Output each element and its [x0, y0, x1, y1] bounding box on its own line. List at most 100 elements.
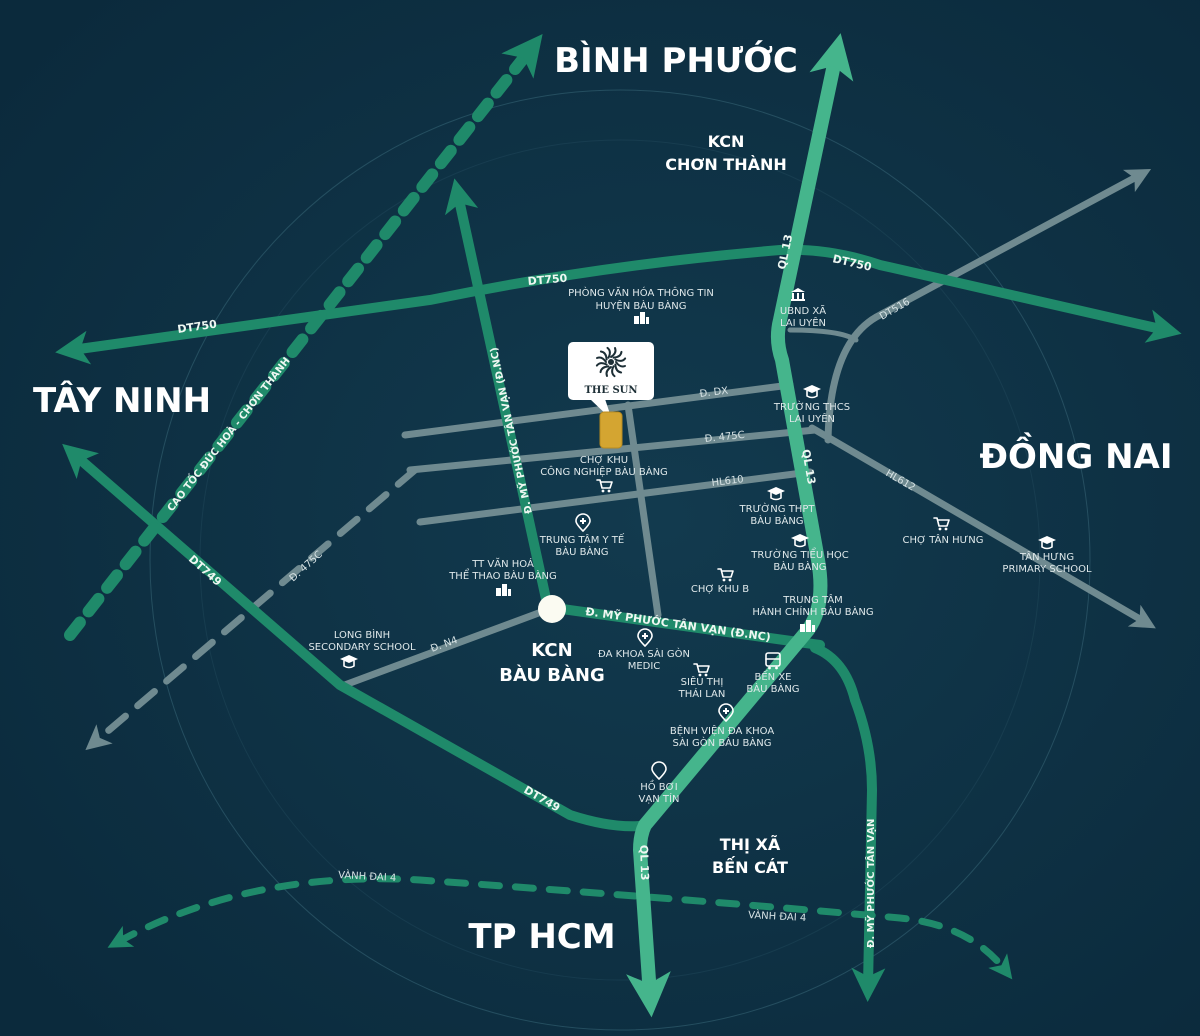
- poi-label: CHỢ TÂN HƯNG: [903, 533, 984, 546]
- poi-label: THÁI LAN: [678, 687, 726, 700]
- location-pin-icon: [651, 761, 667, 780]
- building-icon: [634, 312, 649, 324]
- road-label-d-475c-east: Đ. 475C: [704, 430, 745, 445]
- project-name: THE SUN: [584, 385, 637, 396]
- poi-label: VẠN TÍN: [639, 792, 680, 805]
- region-binh-phuoc: BÌNH PHƯỚC: [554, 40, 798, 81]
- road-label-vanh-dai-4-east: VÀNH ĐAI 4: [748, 908, 807, 924]
- poi-label: TRƯỜNG THPT: [739, 502, 816, 515]
- poi-label: BẾN XE: [754, 669, 791, 683]
- building-icon: [496, 584, 511, 596]
- project-site-marker[interactable]: [599, 411, 623, 449]
- road-label-vanh-dai-4-west: VÀNH ĐAI 4: [338, 868, 397, 884]
- poi-ho-boi-van-tin[interactable]: HỒ BƠI VẠN TÍN: [639, 761, 680, 805]
- project-callout-the-sun[interactable]: THE SUN: [568, 342, 654, 449]
- poi-label: TRƯỜNG TIỂU HỌC: [750, 547, 848, 561]
- poi-cho-khu-b[interactable]: CHỢ KHU B: [691, 568, 749, 595]
- poi-cho-khu-cong-nghiep[interactable]: CHỢ KHU CÔNG NGHIỆP BÀU BÀNG: [540, 455, 668, 493]
- poi-benh-vien-da-khoa[interactable]: BỆNH VIỆN ĐA KHOA SÀI GÒN BÀU BÀNG: [670, 703, 774, 749]
- graduation-cap-icon: [340, 655, 358, 669]
- poi-label: SECONDARY SCHOOL: [308, 642, 416, 653]
- medical-pin-icon: [637, 628, 653, 647]
- poi-label: LAI UYÊN: [780, 316, 826, 329]
- poi-truong-thcs-lai-uyen[interactable]: TRƯỜNG THCS LAI UYÊN: [773, 385, 850, 425]
- shopping-cart-icon: [596, 479, 613, 493]
- road-label-ql13-mid: QL 13: [799, 448, 818, 485]
- road-label-dt750-mid: DT750: [527, 272, 568, 288]
- poi-label: PHÒNG VĂN HÓA THÔNG TIN: [568, 286, 714, 299]
- road-label-my-phuoc-south: Đ. MỸ PHƯỚC TÂN VẠN: [864, 819, 877, 948]
- building-icon: [800, 620, 815, 632]
- poi-label: TRUNG TÂM: [782, 593, 843, 606]
- poi-label: TT VĂN HOÁ: [471, 557, 534, 570]
- road-cao-toc: [64, 33, 543, 641]
- poi-label: TRƯỜNG THCS: [773, 400, 850, 413]
- graduation-cap-icon: [1038, 536, 1056, 550]
- zone-kcn-chon-thanh-line1: KCN: [708, 132, 745, 151]
- road-label-ql13-south: QL 13: [637, 845, 651, 881]
- road-d-n4: [338, 604, 556, 690]
- poi-label: BÀU BÀNG: [773, 560, 826, 573]
- poi-tan-hung-primary-school[interactable]: TÂN HƯNG PRIMARY SCHOOL: [1002, 536, 1092, 575]
- region-tp-hcm: TP HCM: [468, 917, 615, 957]
- poi-label: BỆNH VIỆN ĐA KHOA: [670, 724, 774, 737]
- poi-label: BÀU BÀNG: [555, 545, 608, 558]
- road-ql13: [626, 33, 854, 1018]
- medical-pin-icon: [718, 703, 734, 722]
- region-labels: BÌNH PHƯỚC TÂY NINH ĐỒNG NAI TP HCM: [33, 40, 1173, 957]
- poi-label: SÀI GÒN BÀU BÀNG: [673, 736, 772, 749]
- zone-ben-cat-line1: THỊ XÃ: [720, 835, 781, 854]
- zone-kcn-bau-bang-line2: BÀU BÀNG: [499, 664, 604, 686]
- bus-icon: [765, 652, 781, 670]
- zone-labels: KCN CHƠN THÀNH KCN BÀU BÀNG THỊ XÃ BẾN C…: [499, 132, 788, 877]
- zone-kcn-chon-thanh-line2: CHƠN THÀNH: [665, 155, 787, 174]
- poi-label: CHỢ KHU B: [691, 584, 749, 595]
- poi-sieu-thi-thai-lan[interactable]: SIÊU THỊ THÁI LAN: [678, 663, 726, 700]
- poi-label: ĐA KHOA SÀI GÒN: [598, 647, 690, 660]
- poi-label: UBND XÃ: [780, 304, 826, 317]
- poi-label: HỒ BƠI: [640, 779, 678, 793]
- road-label-dt750-west: DT750: [177, 318, 218, 336]
- poi-truong-thpt-bau-bang[interactable]: TRƯỜNG THPT BÀU BÀNG: [739, 487, 816, 527]
- road-my-phuoc-north: [445, 178, 553, 613]
- poi-label: LONG BÌNH: [334, 628, 390, 641]
- shopping-cart-icon: [693, 663, 710, 677]
- road-label-hl610: HL610: [711, 474, 744, 489]
- poi-label: HUYỆN BÀU BÀNG: [595, 299, 686, 312]
- sun-swirl-icon: [595, 346, 627, 378]
- poi-tt-van-hoa-the-thao[interactable]: TT VĂN HOÁ THỂ THAO BÀU BÀNG: [448, 557, 557, 596]
- road-label-d-dx: Đ. DX: [699, 386, 729, 400]
- poi-long-binh-secondary-school[interactable]: LONG BÌNH SECONDARY SCHOOL: [308, 628, 416, 669]
- government-icon: [791, 288, 805, 301]
- shopping-cart-icon: [933, 517, 950, 531]
- poi-da-khoa-sai-gon-medic[interactable]: ĐA KHOA SÀI GÒN MEDIC: [598, 628, 690, 672]
- poi-label: TRUNG TÂM Y TẾ: [539, 532, 625, 546]
- zone-kcn-bau-bang-line1: KCN: [531, 640, 572, 661]
- medical-pin-icon: [575, 513, 591, 532]
- shopping-cart-icon: [717, 568, 734, 582]
- callout-box: [568, 342, 654, 400]
- graduation-cap-icon: [767, 487, 785, 501]
- poi-label: LAI UYÊN: [789, 412, 835, 425]
- poi-label: CÔNG NGHIỆP BÀU BÀNG: [540, 465, 668, 478]
- zone-ben-cat-line2: BẾN CÁT: [712, 856, 788, 877]
- poi-phong-van-hoa[interactable]: PHÒNG VĂN HÓA THÔNG TIN HUYỆN BÀU BÀNG: [568, 286, 714, 324]
- points-of-interest: PHÒNG VĂN HÓA THÔNG TIN HUYỆN BÀU BÀNG U…: [308, 286, 1092, 805]
- bau-bang-junction-marker: [538, 595, 566, 623]
- poi-ben-xe-bau-bang[interactable]: BẾN XE BÀU BÀNG: [746, 652, 800, 695]
- road-hl612: [808, 424, 1156, 629]
- poi-ubnd-lai-uyen[interactable]: UBND XÃ LAI UYÊN: [780, 288, 826, 329]
- poi-truong-tieu-hoc[interactable]: TRƯỜNG TIỂU HỌC BÀU BÀNG: [750, 534, 849, 573]
- graduation-cap-icon: [803, 385, 821, 399]
- poi-trung-tam-hanh-chinh[interactable]: TRUNG TÂM HÀNH CHÍNH BÀU BÀNG: [752, 593, 874, 632]
- poi-cho-tan-hung[interactable]: CHỢ TÂN HƯNG: [903, 517, 984, 546]
- poi-label: SIÊU THỊ: [681, 675, 724, 688]
- poi-label: HÀNH CHÍNH BÀU BÀNG: [752, 605, 873, 618]
- region-dong-nai: ĐỒNG NAI: [979, 432, 1172, 477]
- poi-label: BÀU BÀNG: [750, 514, 803, 527]
- region-tay-ninh: TÂY NINH: [33, 380, 211, 421]
- poi-trung-tam-y-te[interactable]: TRUNG TÂM Y TẾ BÀU BÀNG: [539, 513, 625, 558]
